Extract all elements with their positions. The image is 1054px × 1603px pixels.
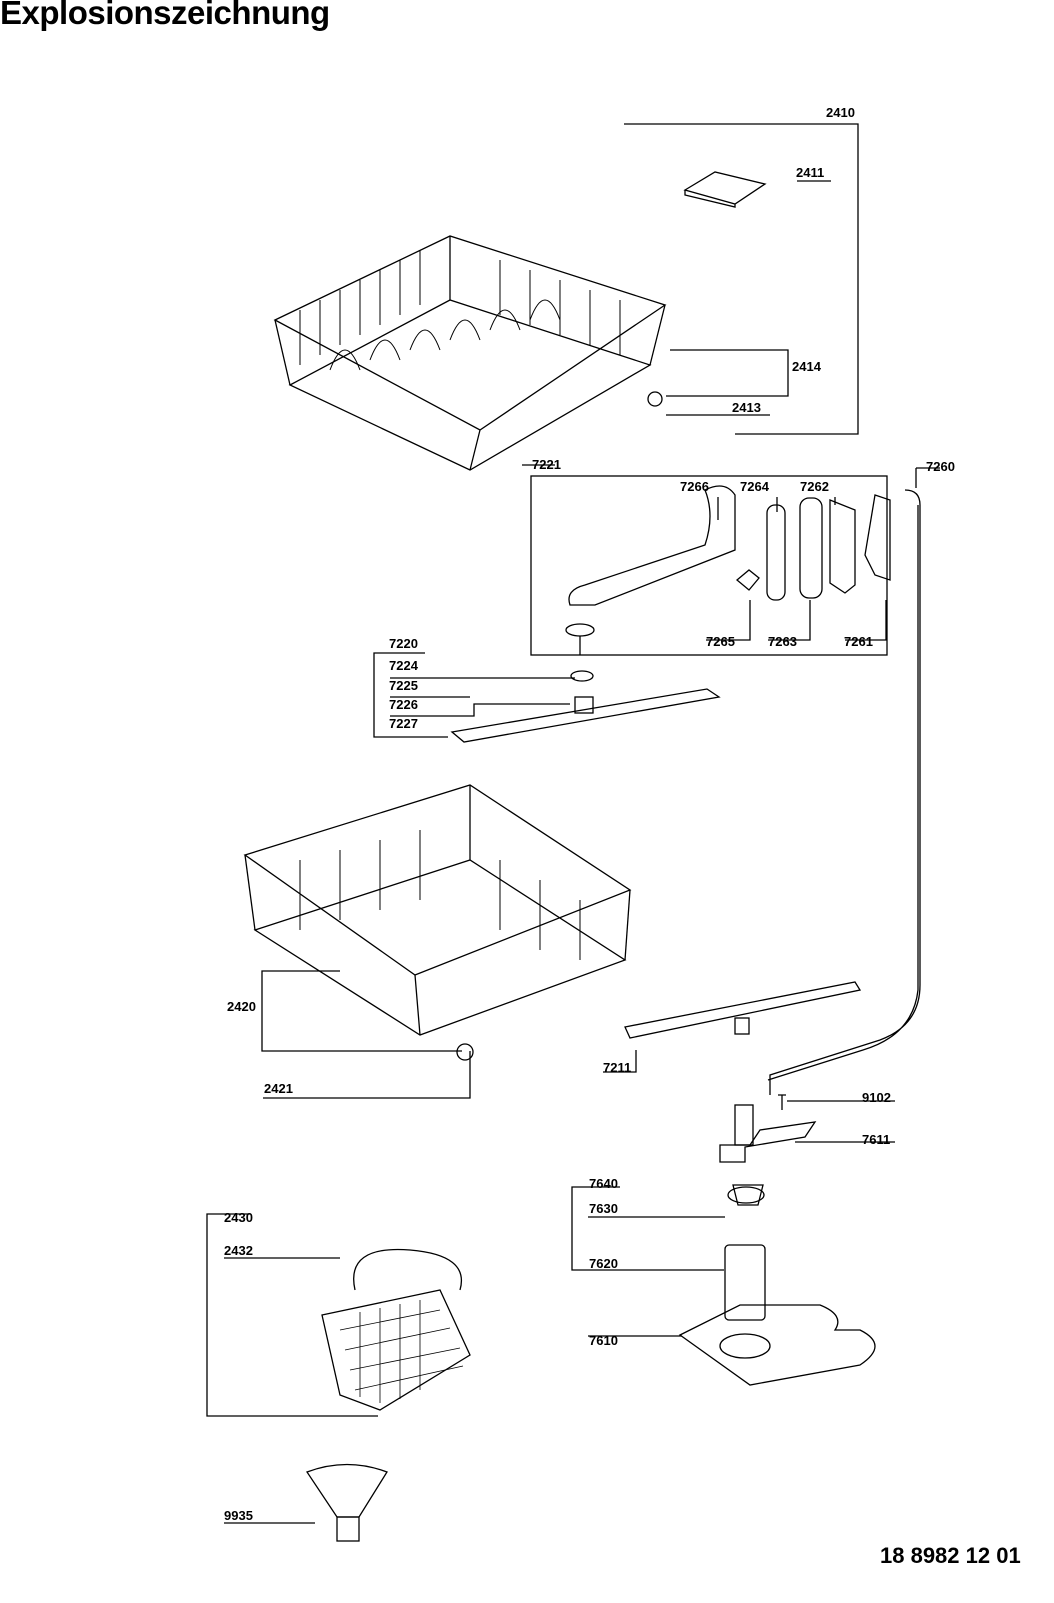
part-label-7260: 7260: [926, 459, 955, 474]
part-label-7620: 7620: [589, 1256, 618, 1271]
part-label-7264: 7264: [740, 479, 769, 494]
part-label-7265: 7265: [706, 634, 735, 649]
part-label-7226: 7226: [389, 697, 418, 712]
leader-lines: [206, 123, 940, 1524]
upper-spray-assembly: [565, 485, 891, 655]
upper-spray-arm: [450, 670, 721, 743]
document-number: 18 8982 12 01: [880, 1543, 1021, 1568]
part-label-7224: 7224: [389, 658, 418, 673]
funnel-9935: [306, 1463, 388, 1542]
lower-basket-drawing: [243, 784, 632, 1061]
part-label-7227: 7227: [389, 716, 418, 731]
part-label-7640: 7640: [589, 1176, 618, 1191]
supply-pipe: [767, 489, 921, 1095]
cutlery-basket: [321, 1248, 471, 1411]
page-title: Explosionszeichnung: [0, 0, 330, 31]
part-label-7220: 7220: [389, 636, 418, 651]
part-label-7630: 7630: [589, 1201, 618, 1216]
filter-assembly: [678, 1104, 876, 1386]
part-label-7221: 7221: [532, 457, 561, 472]
part-label-9935: 9935: [224, 1508, 253, 1523]
part-label-2432: 2432: [224, 1243, 253, 1258]
part-label-2421: 2421: [264, 1081, 293, 1096]
upper-basket-drawing: [273, 235, 667, 471]
part-label-7610: 7610: [589, 1333, 618, 1348]
part-label-2413: 2413: [732, 400, 761, 415]
part-label-9102: 9102: [862, 1090, 891, 1105]
insert-2411: [683, 171, 767, 208]
part-label-7611: 7611: [862, 1132, 891, 1147]
part-label-2420: 2420: [227, 999, 256, 1014]
part-label-7211: 7211: [603, 1060, 632, 1075]
screw-9102: [778, 1094, 786, 1110]
part-label-7262: 7262: [800, 479, 829, 494]
part-label-7263: 7263: [768, 634, 797, 649]
part-label-7261: 7261: [844, 634, 873, 649]
part-label-2411: 2411: [796, 165, 825, 180]
part-label-2410: 2410: [826, 105, 855, 120]
part-label-7225: 7225: [389, 678, 418, 693]
lower-spray-arm: [624, 981, 862, 1039]
part-label-2414: 2414: [792, 359, 821, 374]
part-label-7266: 7266: [680, 479, 709, 494]
part-label-2430: 2430: [224, 1210, 253, 1225]
